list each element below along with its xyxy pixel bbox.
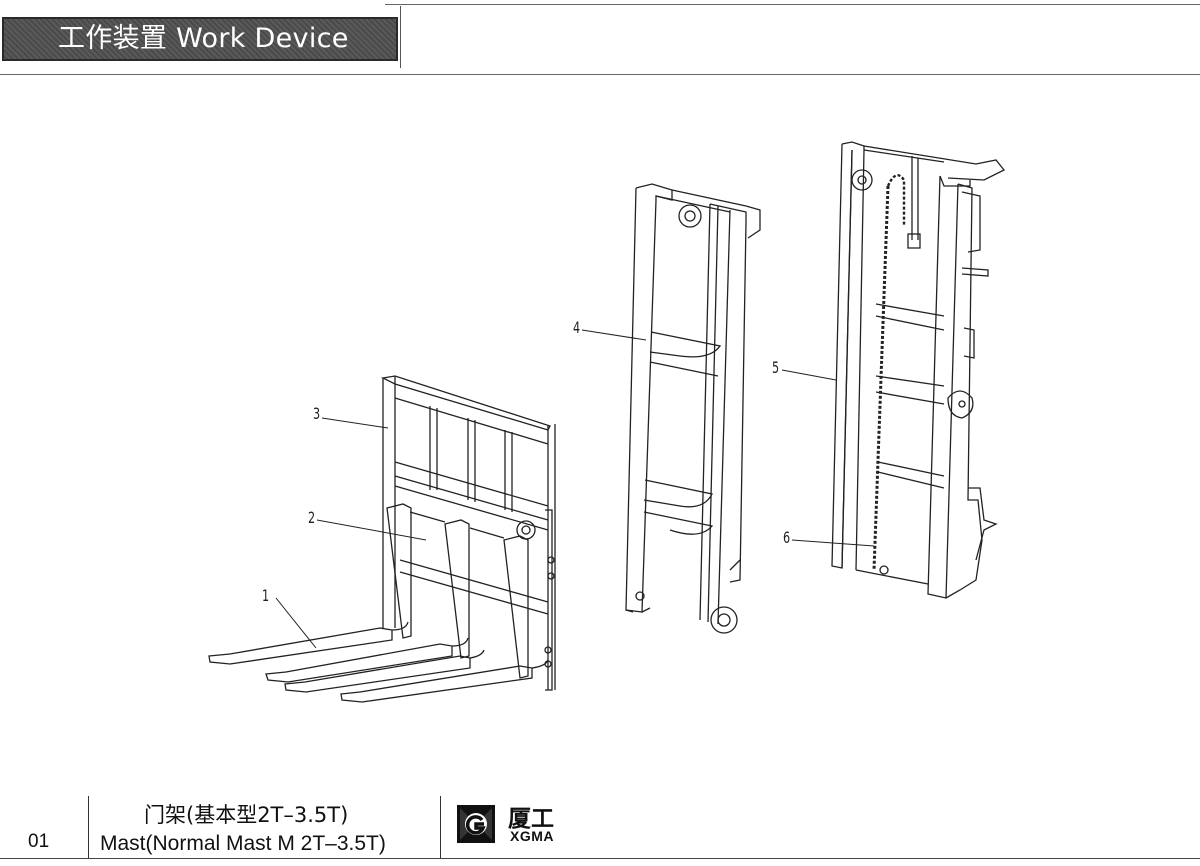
callout-2: 2 xyxy=(308,508,316,527)
footer-divider-2 xyxy=(440,796,441,858)
header-rule-top xyxy=(385,4,1200,5)
callout-5: 5 xyxy=(772,358,780,377)
xgma-logo-icon xyxy=(457,805,495,843)
footer-divider-1 xyxy=(88,796,89,858)
callout-6: 6 xyxy=(783,528,791,547)
callout-3: 3 xyxy=(313,404,321,423)
figure-caption-en: Mast(Normal Mast M 2T–3.5T) xyxy=(100,832,386,855)
inner-mast xyxy=(625,183,761,634)
callout-leaders xyxy=(275,329,875,649)
callout-4: 4 xyxy=(573,318,581,337)
callout-1: 1 xyxy=(262,586,270,605)
header-rule-bottom xyxy=(0,74,1200,75)
page-header: 工作装置 Work Device xyxy=(0,0,1200,80)
figure-caption-cn: 门架(基本型2T–3.5T) xyxy=(144,803,349,827)
page-title: 工作装置 Work Device xyxy=(58,23,349,54)
fork-carriage-assembly xyxy=(208,375,556,703)
outer-mast xyxy=(831,141,1006,599)
header-banner xyxy=(2,17,398,61)
logo-text-en: XGMA xyxy=(510,828,554,844)
footer-rule xyxy=(0,858,1200,859)
mast-exploded-drawing xyxy=(208,141,1006,703)
logo-text-cn: 厦工 xyxy=(508,806,554,832)
page-number: 01 xyxy=(28,831,50,852)
